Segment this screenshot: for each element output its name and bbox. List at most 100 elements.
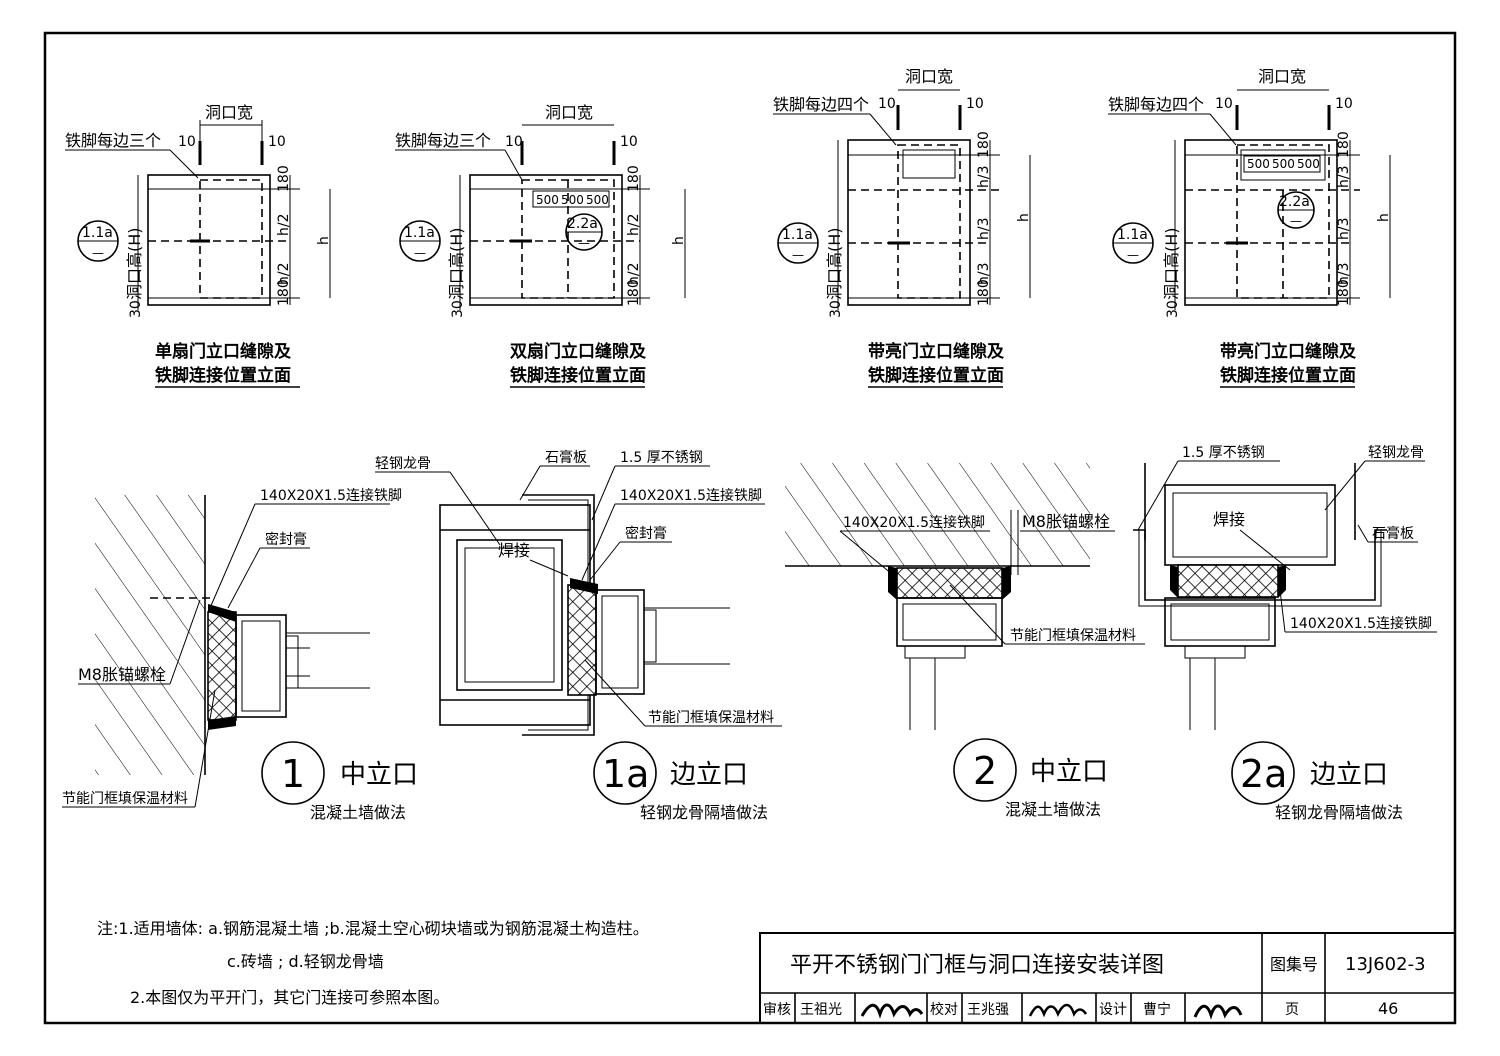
dim-h3-1: h/3 [976, 166, 992, 189]
dim-180-top: 180 [626, 165, 642, 192]
spacing-500: 500 [586, 193, 609, 207]
review-label: 审核 [763, 1002, 791, 1018]
dim-h2-bottom: h/2 [626, 263, 642, 286]
detail-number-circle[interactable] [953, 738, 1017, 802]
dim-h: h [1376, 213, 1392, 222]
elevation-double-door: 洞口宽 铁脚每边三个 10 10 500 500 500 2.2a — 180 … [395, 103, 687, 388]
dim-10-right: 10 [620, 134, 638, 150]
detail-title: 边立口 [670, 760, 748, 790]
detail-number: 1a [602, 752, 649, 796]
spacing-500: 500 [1297, 157, 1320, 171]
label-weld: 焊接 [1213, 510, 1245, 529]
detail-ref-label: 1.1a [782, 227, 813, 243]
label-stainless: 1.5 厚不锈钢 [620, 450, 703, 466]
detail-number-circle[interactable] [1231, 741, 1295, 805]
dim-10-left: 10 [178, 134, 196, 150]
dim-180-bottom: 180 [626, 279, 642, 306]
check-label: 校对 [930, 1001, 958, 1018]
dim-10-left: 10 [505, 134, 523, 150]
detail-subtitle: 混凝土墙做法 [1005, 800, 1101, 819]
detail-number: 1 [281, 752, 305, 796]
detail-ref2-label: 2.2a [567, 216, 598, 232]
dim-10-right: 10 [1335, 96, 1353, 112]
dim-h: h [1016, 213, 1032, 222]
anchor-note: 铁脚每边三个 [395, 131, 491, 150]
detail-2-section: 140X20X1.5连接铁脚 M8胀锚螺栓 节能门框填保温材料 2 中立口 混凝… [785, 463, 1145, 819]
dim-180-top: 180 [276, 165, 292, 192]
reviewer-signature [860, 1003, 924, 1019]
dim-30: 30 [1165, 300, 1181, 318]
detail-title: 中立口 [1030, 757, 1108, 787]
dim-10-left: 10 [878, 96, 896, 112]
elevation-transom-door: 洞口宽 铁脚每边四个 10 10 180 h/3 h/3 h/3 180 h 洞… [773, 67, 1032, 388]
anchor-note: 铁脚每边三个 [65, 131, 161, 150]
elevation-title-line2: 铁脚连接位置立面 [155, 365, 291, 386]
spacing-500: 500 [1272, 157, 1295, 171]
dim-180-bottom: 180 [976, 279, 992, 306]
dim-180-top: 180 [1336, 131, 1352, 158]
note-line-1: 注:1.适用墙体: a.钢筋混凝土墙 ;b.混凝土空心砌块墙或为钢筋混凝土构造柱… [97, 919, 649, 938]
label-sealant: 密封膏 [265, 531, 307, 548]
designer-signature [1193, 1004, 1243, 1020]
label-light-steel: 轻钢龙骨 [1368, 445, 1424, 461]
label-insulation: 节能门框填保温材料 [648, 710, 774, 726]
dim-180-bottom: 180 [1336, 279, 1352, 306]
detail-number-circle[interactable] [261, 741, 325, 805]
elevation-single-door: 洞口宽 铁脚每边三个 10 10 180 h/2 h/2 180 h 洞口高(H… [65, 103, 332, 388]
dim-10-right: 10 [268, 134, 286, 150]
elevation-title-line2: 铁脚连接位置立面 [510, 365, 646, 386]
label-bracket: 140X20X1.5连接铁脚 [620, 487, 762, 504]
height-label: 洞口高(H) [125, 227, 144, 300]
dim-h3-2: h/3 [976, 218, 992, 241]
elevation-title-line1: 带亮门立口缝隙及 [868, 341, 1005, 362]
label-bracket: 140X20X1.5连接铁脚 [1290, 615, 1432, 632]
label-bracket: 140X20X1.5连接铁脚 [260, 487, 402, 504]
dim-10-left: 10 [1215, 96, 1233, 112]
height-label: 洞口高(H) [447, 227, 466, 300]
anchor-note: 铁脚每边四个 [773, 95, 869, 114]
label-light-steel: 轻钢龙骨 [375, 456, 431, 472]
spacing-500: 500 [561, 193, 584, 207]
width-label: 洞口宽 [205, 103, 253, 122]
dim-30: 30 [128, 300, 144, 318]
label-bracket: 140X20X1.5连接铁脚 [843, 514, 985, 531]
label-weld: 焊接 [498, 541, 530, 560]
label-insulation: 节能门框填保温材料 [62, 791, 188, 807]
width-label: 洞口宽 [905, 67, 953, 86]
dim-h3-1: h/3 [1336, 166, 1352, 189]
spacing-500: 500 [536, 193, 559, 207]
detail-title: 边立口 [1310, 760, 1388, 790]
checker-name: 王兆强 [967, 1002, 1009, 1018]
dim-h: h [316, 236, 332, 245]
detail-ref2-sub: — [578, 236, 590, 250]
width-label: 洞口宽 [1258, 67, 1306, 86]
dim-h3-3: h/3 [1336, 263, 1352, 286]
detail-ref-sub: — [792, 248, 804, 262]
dim-180-bottom: 180 [276, 279, 292, 306]
title-block: 平开不锈钢门门框与洞口连接安装详图 图集号 13J602-3 审核 王祖光 校对… [759, 932, 1456, 1024]
detail-2a-section: 1.5 厚不锈钢 轻钢龙骨 石膏板 焊接 140X20X1.5连接铁脚 2a 边… [1133, 445, 1437, 822]
dim-h2-top: h/2 [626, 214, 642, 237]
width-label: 洞口宽 [545, 103, 593, 122]
label-bolt: M8胀锚螺栓 [78, 665, 166, 684]
dim-10-right: 10 [966, 96, 984, 112]
dim-h3-2: h/3 [1336, 218, 1352, 241]
detail-title: 中立口 [340, 760, 418, 790]
label-gypsum: 石膏板 [545, 449, 587, 466]
detail-ref-label: 1.1a [82, 225, 113, 241]
height-label: 洞口高(H) [1162, 227, 1181, 300]
detail-number-circle[interactable] [593, 741, 657, 805]
detail-ref2-sub: — [1290, 214, 1302, 228]
note-line-2: c.砖墙 ; d.轻钢龙骨墙 [227, 952, 384, 971]
dim-h2-bottom: h/2 [276, 263, 292, 286]
anchor-note: 铁脚每边四个 [1108, 95, 1204, 114]
dim-180-top: 180 [976, 131, 992, 158]
label-gypsum: 石膏板 [1372, 525, 1414, 542]
atlas-number: 13J602-3 [1345, 954, 1426, 975]
design-label: 设计 [1099, 1002, 1127, 1018]
page-number: 46 [1378, 999, 1398, 1018]
dim-30: 30 [450, 300, 466, 318]
height-label: 洞口高(H) [825, 227, 844, 300]
detail-ref2-label: 2.2a [1279, 194, 1310, 210]
